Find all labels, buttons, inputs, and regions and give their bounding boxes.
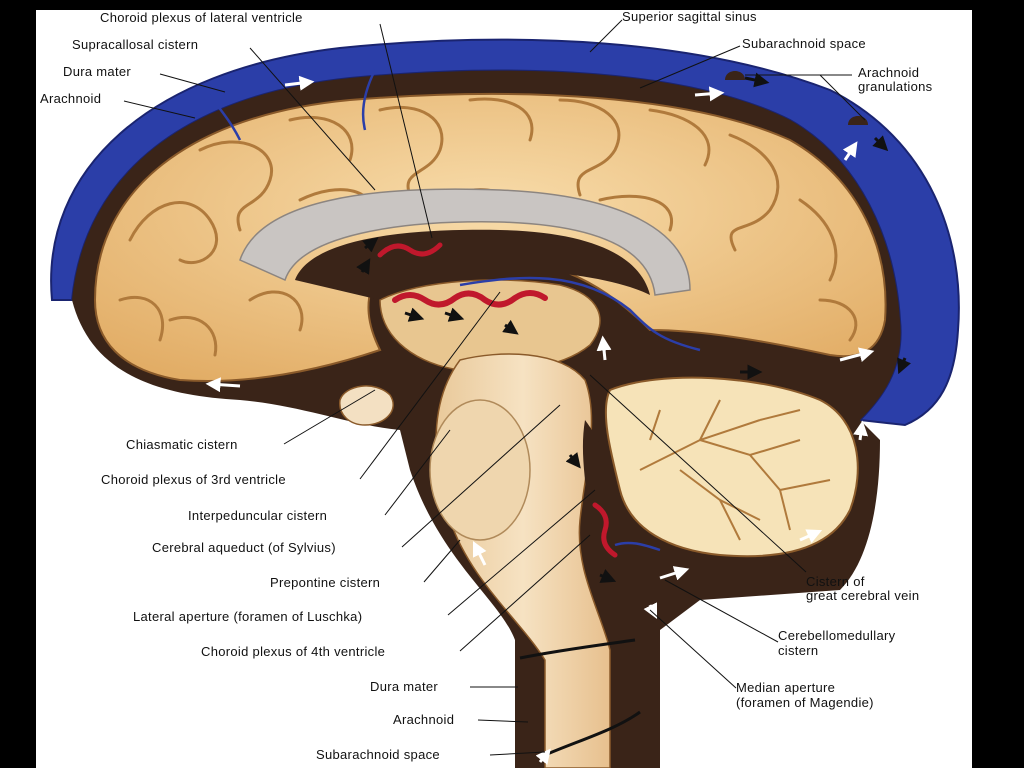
label-cistern-great-cerebral-vein-2: great cerebral vein xyxy=(806,588,919,603)
label-cerebral-aqueduct: Cerebral aqueduct (of Sylvius) xyxy=(152,540,336,555)
label-dura-mater-bottom: Dura mater xyxy=(370,679,438,694)
corpus-callosum xyxy=(239,188,691,296)
leader-lines xyxy=(123,19,866,756)
label-choroid-plexus-3rd-ventricle: Choroid plexus of 3rd ventricle xyxy=(101,472,286,487)
fourth-ventricle xyxy=(582,420,615,527)
arachnoid-granulation-1 xyxy=(725,71,745,80)
label-supracallosal-cistern: Supracallosal cistern xyxy=(72,37,198,52)
label-arachnoid-granulations-2: granulations xyxy=(858,79,933,94)
label-subarachnoid-space-top: Subarachnoid space xyxy=(742,36,866,51)
pituitary xyxy=(339,385,394,426)
label-cerebellomedullary-cistern-2: cistern xyxy=(778,643,818,658)
choroid-plexus-3rd-ventricle xyxy=(392,290,548,308)
pons xyxy=(429,399,531,541)
choroid-plexus-4th-ventricle xyxy=(592,502,618,558)
label-superior-sagittal-sinus: Superior sagittal sinus xyxy=(622,9,757,24)
label-dura-mater-top: Dura mater xyxy=(63,64,131,79)
label-median-aperture-2: (foramen of Magendie) xyxy=(736,695,874,710)
label-lateral-aperture: Lateral aperture (foramen of Luschka) xyxy=(133,609,362,624)
label-chiasmatic-cistern: Chiasmatic cistern xyxy=(126,437,238,452)
label-subarachnoid-space-bottom: Subarachnoid space xyxy=(316,747,440,762)
label-cerebellomedullary-cistern-1: Cerebellomedullary xyxy=(778,628,896,643)
choroid-plexus-lateral xyxy=(377,242,443,258)
arbor-vitae xyxy=(639,399,831,541)
cerebral-veins xyxy=(208,69,701,552)
label-arachnoid-top: Arachnoid xyxy=(40,91,101,106)
label-median-aperture-1: Median aperture xyxy=(736,680,835,695)
lateral-ventricle xyxy=(295,229,650,300)
label-arachnoid-granulations-1: Arachnoid xyxy=(858,65,919,80)
label-prepontine-cistern: Prepontine cistern xyxy=(270,575,380,590)
label-choroid-plexus-4th-ventricle: Choroid plexus of 4th ventricle xyxy=(201,644,385,659)
label-interpeduncular-cistern: Interpeduncular cistern xyxy=(188,508,327,523)
label-arachnoid-bottom: Arachnoid xyxy=(393,712,454,727)
csf-flow-arrows xyxy=(205,72,911,765)
spinal-arc-1 xyxy=(519,638,636,660)
label-choroid-plexus-lateral-ventricle: Choroid plexus of lateral ventricle xyxy=(100,10,303,25)
label-cistern-great-cerebral-vein-1: Cistern of xyxy=(806,574,865,589)
spinal-arc-2 xyxy=(544,710,641,757)
